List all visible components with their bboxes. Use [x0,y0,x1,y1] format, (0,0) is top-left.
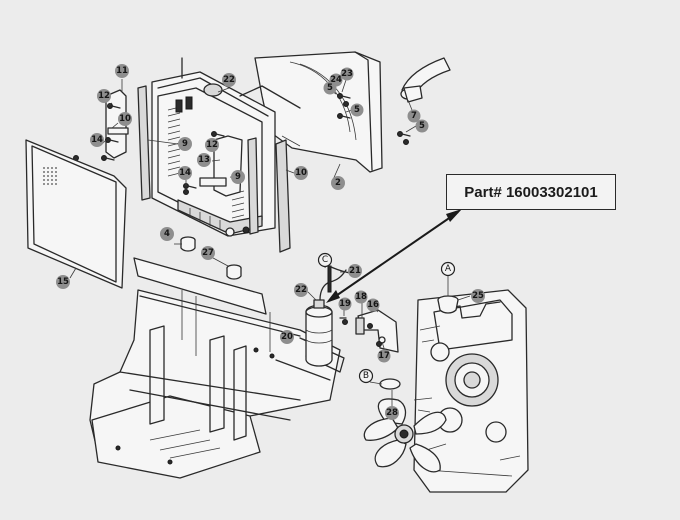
svg-text:9: 9 [235,172,241,182]
callout-9: 9 [178,137,192,151]
callout-14: 14 [90,133,104,147]
machine-frame [89,257,345,479]
upper-hose [400,57,451,103]
callout-4: 4 [160,227,174,241]
svg-text:21: 21 [349,266,361,276]
svg-text:14: 14 [91,135,103,145]
svg-text:4: 4 [164,229,170,239]
svg-text:9: 9 [182,139,188,149]
svg-text:22: 22 [223,75,235,85]
svg-text:10: 10 [295,168,307,178]
callout-20: 20 [280,330,294,344]
svg-text:27: 27 [202,248,214,258]
callout-23: 23 [340,67,354,81]
callout-19: 19 [338,297,352,311]
bolts [73,93,411,195]
svg-text:24: 24 [330,75,342,85]
svg-text:16: 16 [367,300,379,310]
leader-lines [69,79,471,406]
radiator-screen [25,139,127,289]
callout-14: 14 [178,166,192,180]
engine-hose [437,295,459,314]
callout-5: 5 [323,81,337,95]
svg-text:15: 15 [57,277,69,287]
svg-text:5: 5 [419,121,425,131]
callout-10: 10 [118,112,132,126]
svg-text:10: 10 [119,114,131,124]
svg-text:14: 14 [179,168,191,178]
svg-text:C: C [322,255,328,265]
svg-text:5: 5 [354,105,360,115]
svg-text:5: 5 [327,83,333,93]
svg-text:12: 12 [98,91,110,101]
callout-18: 18 [354,290,368,304]
seal-strips [137,85,291,253]
reference-c: C [317,252,333,268]
part-number-box: Part# 16003302101 [446,174,616,210]
callout-12: 12 [205,138,219,152]
callout-5: 5 [415,119,429,133]
svg-text:25: 25 [472,291,484,301]
reservoir-bracket [355,309,399,353]
callout-15: 15 [56,275,70,289]
callout-10: 10 [294,166,308,180]
svg-text:20: 20 [281,332,293,342]
callout-22: 22 [294,283,308,297]
svg-text:19: 19 [339,299,351,309]
svg-text:23: 23 [341,69,353,79]
part-number-label: Part# 16003302101 [464,183,598,201]
part-pointer-arrow [326,209,462,303]
callout-13: 13 [197,153,211,167]
coolant-reservoir [305,261,357,367]
rubber-mounts [180,236,242,280]
callout-2: 2 [331,176,345,190]
callout-5: 5 [350,103,364,117]
callout-11: 11 [115,64,129,78]
callout-25: 25 [471,289,485,303]
svg-text:2: 2 [335,178,341,188]
callout-9: 9 [231,170,245,184]
callout-28: 28 [385,406,399,420]
callout-17: 17 [377,349,391,363]
svg-text:28: 28 [386,408,398,418]
reference-a: A [440,261,456,277]
svg-text:7: 7 [411,111,417,121]
fan-shroud [254,51,383,173]
callout-16: 16 [366,298,380,312]
svg-text:A: A [445,264,452,274]
fan [363,378,447,473]
svg-text:17: 17 [378,351,390,361]
svg-text:13: 13 [198,155,210,165]
callout-12: 12 [97,89,111,103]
callout-27: 27 [201,246,215,260]
svg-text:18: 18 [355,292,367,302]
callout-7: 7 [407,109,421,123]
svg-text:12: 12 [206,140,218,150]
svg-text:B: B [363,371,369,381]
callout-21: 21 [348,264,362,278]
svg-text:22: 22 [295,285,307,295]
svg-text:11: 11 [116,66,128,76]
reference-b: B [358,368,374,384]
callout-22: 22 [222,73,236,87]
